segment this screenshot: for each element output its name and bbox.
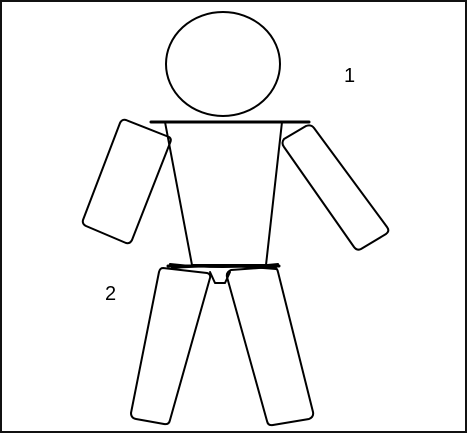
label-one: 1: [344, 66, 355, 86]
head: [166, 12, 280, 116]
right-leg: [227, 267, 313, 425]
label-two: 2: [105, 284, 116, 304]
torso: [165, 122, 282, 265]
left-arm: [83, 120, 171, 243]
right-arm: [283, 125, 389, 249]
left-leg: [131, 268, 210, 424]
